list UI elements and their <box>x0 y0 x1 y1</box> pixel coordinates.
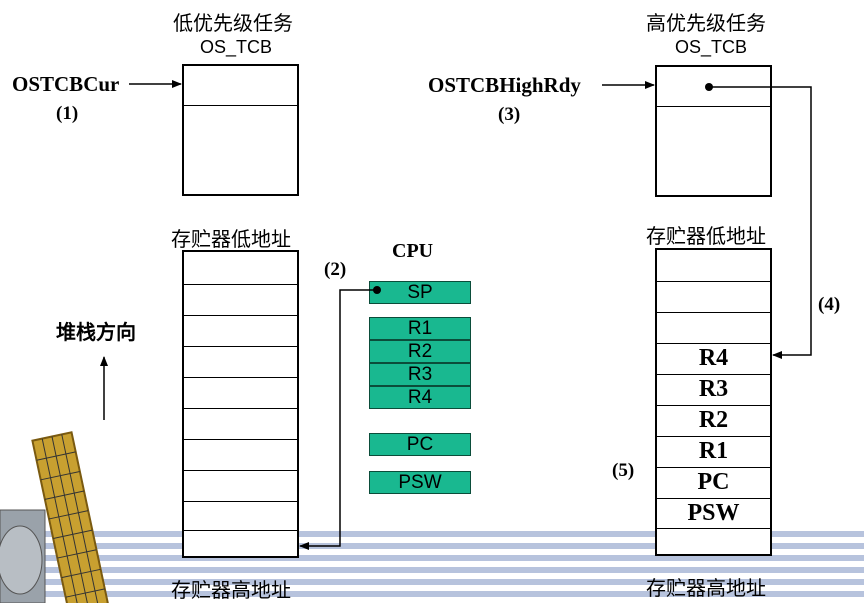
low-stack-mem-low-label: 存贮器低地址 <box>171 227 291 251</box>
cpu-register-r4: R4 <box>369 386 471 409</box>
low-tcb-label: OS_TCB <box>200 37 273 57</box>
cpu-register-pc: PC <box>369 433 471 456</box>
step-3-label: (3) <box>498 104 521 125</box>
low-task-title: 低优先级任务 <box>173 11 293 35</box>
step-1-label: (1) <box>56 103 79 124</box>
ostcbhighrdy-label: OSTCBHighRdy <box>428 73 581 97</box>
high-stack-slot-pc: PC <box>697 469 730 495</box>
high-task-title: 高优先级任务 <box>646 11 766 35</box>
high-tcb-to-stack-arrow <box>709 86 812 359</box>
sp-to-low-stack-arrow <box>299 289 377 550</box>
low-stack-box <box>182 250 299 558</box>
step-5-label: (5) <box>612 460 635 481</box>
cpu-register-r1: R1 <box>369 317 471 340</box>
ostcbcur-label: OSTCBCur <box>12 72 120 96</box>
high-stack-mem-high-label: 存贮器高地址 <box>646 576 766 600</box>
high-stack-mem-low-label: 存贮器低地址 <box>646 224 766 248</box>
step-4-label: (4) <box>818 294 841 315</box>
low-stack-mem-high-label: 存贮器高地址 <box>171 578 291 602</box>
high-stack-slot-r4: R4 <box>698 345 729 371</box>
cpu-register-r3: R3 <box>369 363 471 386</box>
high-stack-box: R4 R3 R2 R1 PC PSW <box>655 248 772 556</box>
high-stack-slot-r2: R2 <box>698 407 729 433</box>
cpu-register-r2: R2 <box>369 340 471 363</box>
cpu-register-sp: SP <box>369 281 471 304</box>
cpu-register-psw: PSW <box>369 471 471 494</box>
low-tcb-box <box>182 64 299 196</box>
cpu-title: CPU <box>392 240 434 262</box>
high-stack-slot-psw: PSW <box>687 500 740 526</box>
high-stack-slot-r1: R1 <box>698 438 729 464</box>
stack-direction-label: 堆栈方向 <box>56 320 136 344</box>
step-2-label: (2) <box>324 259 347 280</box>
high-stack-slot-r3: R3 <box>698 376 729 402</box>
high-tcb-label: OS_TCB <box>675 37 748 57</box>
